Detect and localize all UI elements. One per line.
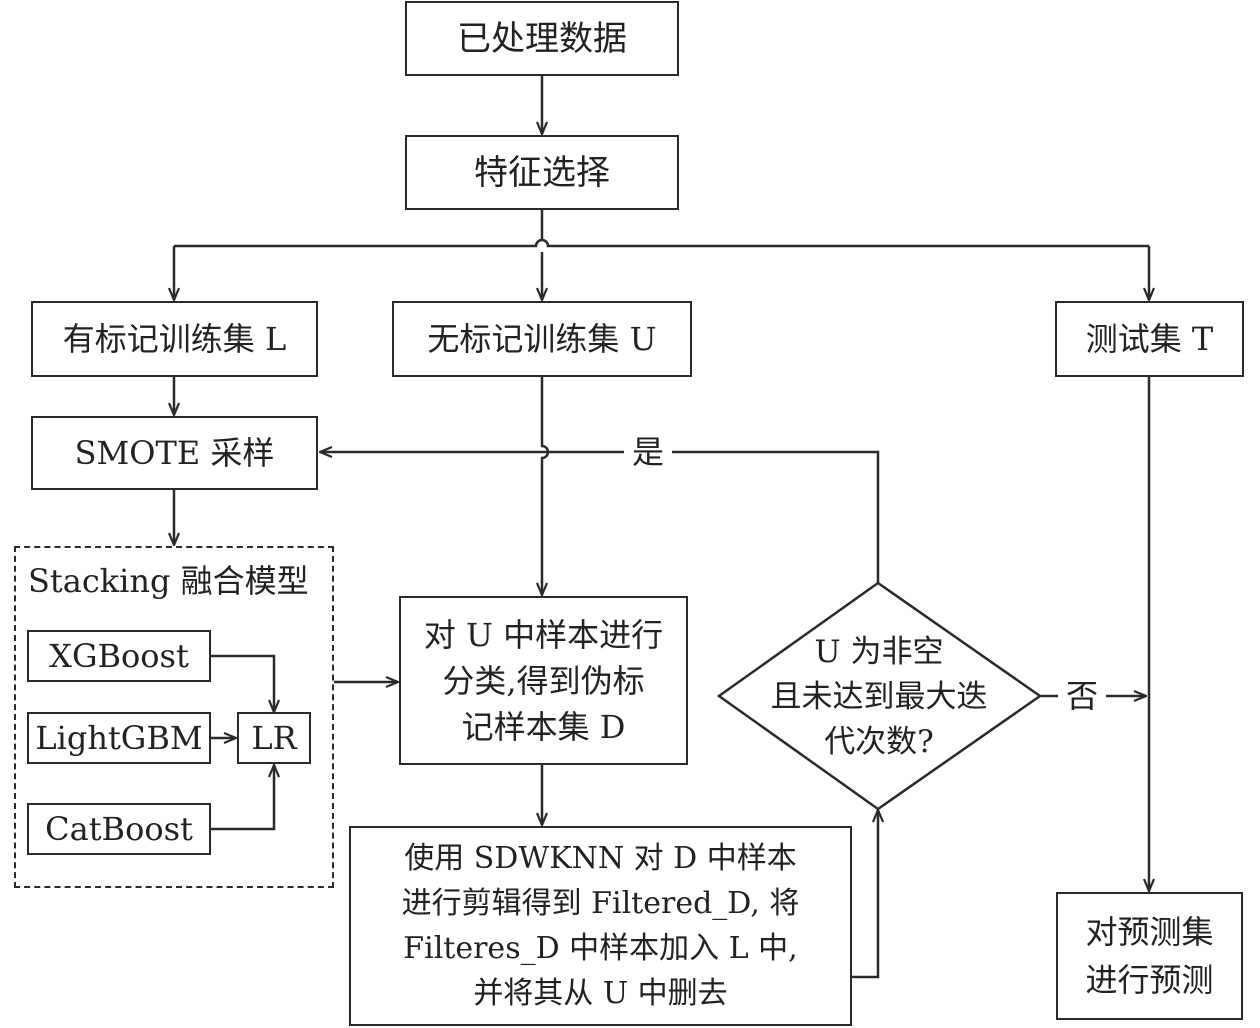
edge-decision-yes (320, 452, 880, 584)
edge-xgb-lr (211, 654, 274, 712)
decision-label: U 为非空 且未达到最大迭 代次数? (770, 634, 988, 760)
yes-label: 是 (624, 433, 673, 471)
classify-label: 对 U 中样本进行 分类,得到伪标 记样本集 D (423, 615, 664, 746)
sdwknn-box: 使用 SDWKNN 对 D 中样本 进行剪辑得到 Filtered_D, 将 F… (349, 826, 852, 1026)
decision-diamond (716, 581, 1043, 811)
sdwknn-label: 使用 SDWKNN 对 D 中样本 进行剪辑得到 Filtered_D, 将 F… (401, 841, 800, 1011)
lr-label: LR (251, 719, 297, 757)
feature-selection-box: 特征选择 (405, 135, 679, 210)
test-set-box: 测试集 T (1055, 301, 1244, 377)
lightgbm-box: LightGBM (27, 712, 211, 764)
stacking-container (14, 546, 334, 888)
stacking-title: Stacking 融合模型 (28, 562, 309, 600)
processed-data-label: 已处理数据 (457, 18, 627, 59)
no-label: 否 (1058, 677, 1107, 715)
lr-box: LR (237, 712, 311, 764)
test-set-label: 测试集 T (1085, 320, 1214, 358)
unlabeled-set-label: 无标记训练集 U (427, 320, 657, 358)
unlabeled-set-box: 无标记训练集 U (392, 301, 692, 377)
smote-box: SMOTE 采样 (31, 416, 318, 490)
edge-unlabeled-classify (542, 377, 550, 595)
processed-data-box: 已处理数据 (405, 1, 679, 76)
labeled-set-label: 有标记训练集 L (62, 320, 287, 358)
feature-selection-label: 特征选择 (474, 152, 610, 193)
catboost-label: CatBoost (45, 810, 193, 848)
edge-sdwknn-decision (852, 810, 878, 979)
predict-label: 对预测集 进行预测 (1085, 913, 1214, 999)
xgboost-box: XGBoost (27, 630, 211, 682)
edge-cat-lr (211, 765, 274, 831)
catboost-box: CatBoost (27, 803, 211, 855)
labeled-set-box: 有标记训练集 L (31, 301, 318, 377)
predict-box: 对预测集 进行预测 (1056, 892, 1243, 1020)
xgboost-label: XGBoost (49, 637, 189, 675)
classify-box: 对 U 中样本进行 分类,得到伪标 记样本集 D (399, 596, 688, 765)
lightgbm-label: LightGBM (35, 719, 203, 757)
edge-split-bar (174, 238, 1149, 248)
smote-label: SMOTE 采样 (74, 434, 275, 472)
